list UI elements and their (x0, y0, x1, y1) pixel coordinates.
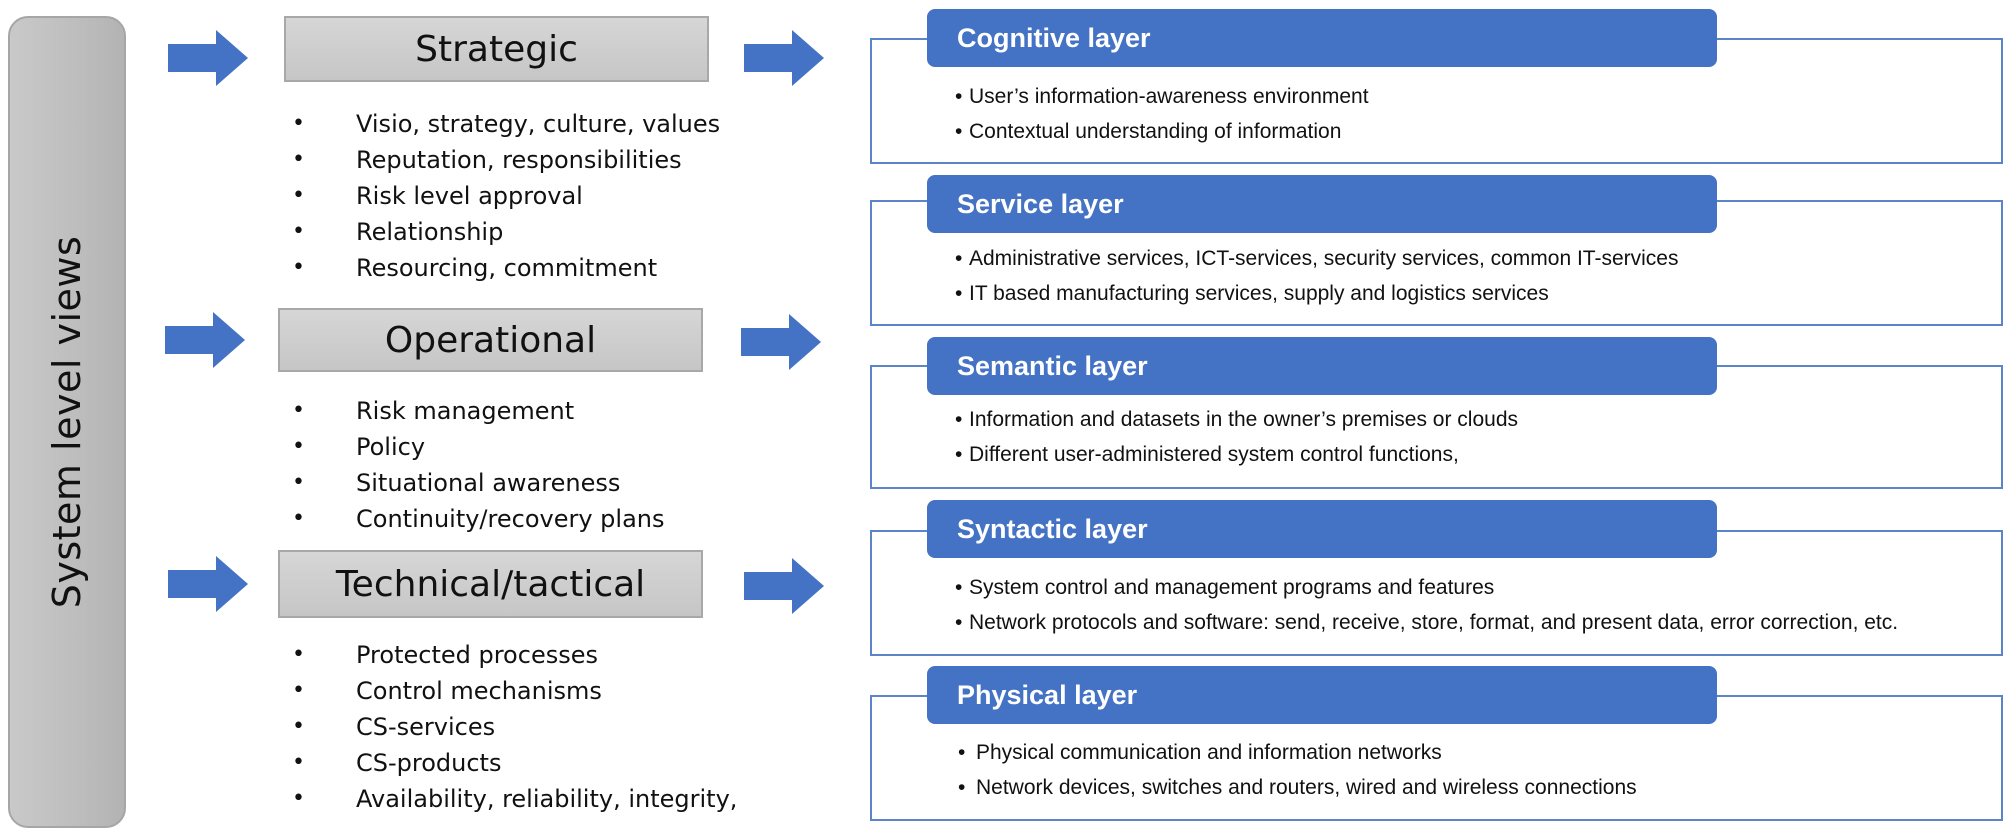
system-level-views-label: System level views (45, 235, 89, 609)
bullet-icon: • (955, 85, 963, 108)
list-item: •User’s information-awareness environmen… (955, 79, 1369, 114)
strategic-items-list: Visio, strategy, culture, values Reputat… (292, 106, 720, 286)
list-item: Resourcing, commitment (292, 250, 720, 286)
syntactic-layer-header: Syntactic layer (927, 500, 1717, 558)
bullet-icon: • (958, 741, 966, 764)
arrow-right-icon (168, 554, 248, 614)
list-item: Reputation, responsibilities (292, 142, 720, 178)
arrow-right-icon (744, 28, 824, 88)
list-item: Visio, strategy, culture, values (292, 106, 720, 142)
bullet-icon: • (955, 247, 963, 270)
semantic-layer-header: Semantic layer (927, 337, 1717, 395)
list-item: Protected processes (292, 637, 737, 673)
list-item: CS-products (292, 745, 737, 781)
technical-tactical-view-box: Technical/tactical (278, 550, 703, 618)
list-item: Control mechanisms (292, 673, 737, 709)
operational-items-list: Risk management Policy Situational aware… (292, 393, 665, 537)
cognitive-layer-items: •User’s information-awareness environmen… (955, 79, 1369, 149)
bullet-icon: • (955, 120, 963, 143)
list-item: •System control and management programs … (955, 570, 1898, 605)
list-item: •IT based manufacturing services, supply… (955, 276, 1679, 311)
service-layer-header: Service layer (927, 175, 1717, 233)
cognitive-layer-header: Cognitive layer (927, 9, 1717, 67)
semantic-layer-items: •Information and datasets in the owner’s… (955, 402, 1518, 472)
operational-view-box: Operational (278, 308, 703, 372)
bullet-icon: • (955, 408, 963, 431)
system-level-views-bar: System level views (8, 16, 126, 828)
bullet-icon: • (958, 776, 966, 799)
bullet-icon: • (955, 443, 963, 466)
list-item: Policy (292, 429, 665, 465)
strategic-view-box: Strategic (284, 16, 709, 82)
list-item: Continuity/recovery plans (292, 501, 665, 537)
list-item: •Administrative services, ICT-services, … (955, 241, 1679, 276)
list-item: •Network devices, switches and routers, … (958, 770, 1637, 805)
physical-layer-header: Physical layer (927, 666, 1717, 724)
list-item: CS-services (292, 709, 737, 745)
arrow-right-icon (165, 310, 245, 370)
syntactic-layer-items: •System control and management programs … (955, 570, 1898, 640)
arrow-right-icon (741, 312, 821, 372)
bullet-icon: • (955, 611, 963, 634)
list-item: Relationship (292, 214, 720, 250)
arrow-right-icon (744, 556, 824, 616)
list-item: Risk level approval (292, 178, 720, 214)
list-item: Risk management (292, 393, 665, 429)
list-item: •Information and datasets in the owner’s… (955, 402, 1518, 437)
physical-layer-items: •Physical communication and information … (958, 735, 1637, 805)
list-item: Availability, reliability, integrity, (292, 781, 737, 817)
bullet-icon: • (955, 576, 963, 599)
list-item: •Network protocols and software: send, r… (955, 605, 1898, 640)
list-item: •Physical communication and information … (958, 735, 1637, 770)
bullet-icon: • (955, 282, 963, 305)
list-item: Situational awareness (292, 465, 665, 501)
technical-tactical-items-list: Protected processes Control mechanisms C… (292, 637, 737, 817)
list-item: •Contextual understanding of information (955, 114, 1369, 149)
service-layer-items: •Administrative services, ICT-services, … (955, 241, 1679, 311)
arrow-right-icon (168, 28, 248, 88)
list-item: •Different user-administered system cont… (955, 437, 1518, 472)
